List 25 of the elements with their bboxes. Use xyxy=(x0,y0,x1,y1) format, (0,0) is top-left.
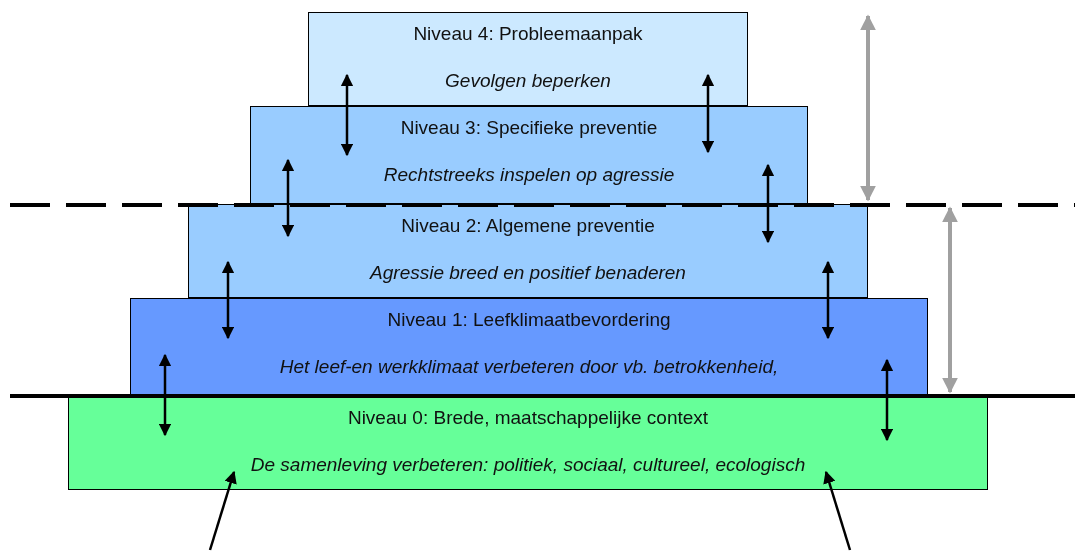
arrow xyxy=(821,260,835,340)
arrow xyxy=(158,353,172,437)
level-description: Rechtstreeks inspelen op agressie xyxy=(383,164,675,185)
level-description: Gevolgen beperken xyxy=(445,70,611,91)
level-description: Agressie breed en positief benaderen xyxy=(370,262,686,283)
level-description: De samenleving verbeteren: politiek, sociaal, cultureel, ecologisch xyxy=(250,454,806,475)
arrow xyxy=(221,260,235,340)
level-heading: Niveau 1: Leefklimaatbevordering xyxy=(387,309,671,330)
arrow xyxy=(340,73,354,157)
level-description: Het leef-en werkklimaat verbeteren door vb. betrokkenheid, xyxy=(279,356,779,377)
level-box xyxy=(68,396,988,490)
arrow xyxy=(823,470,852,551)
arrow xyxy=(208,470,237,551)
level-box xyxy=(130,298,928,396)
level-box xyxy=(188,204,868,298)
arrow xyxy=(701,73,715,154)
level-heading: Niveau 3: Specifieke preventie xyxy=(400,117,658,138)
level-box xyxy=(308,12,748,106)
level-heading: Niveau 2: Algemene preventie xyxy=(401,215,655,236)
arrow xyxy=(761,163,775,244)
level-heading: Niveau 4: Probleemaanpak xyxy=(413,23,643,44)
arrow xyxy=(880,358,894,442)
level-box xyxy=(250,106,808,204)
arrow xyxy=(281,158,295,238)
level-heading: Niveau 0: Brede, maatschappelijke context xyxy=(347,407,709,428)
